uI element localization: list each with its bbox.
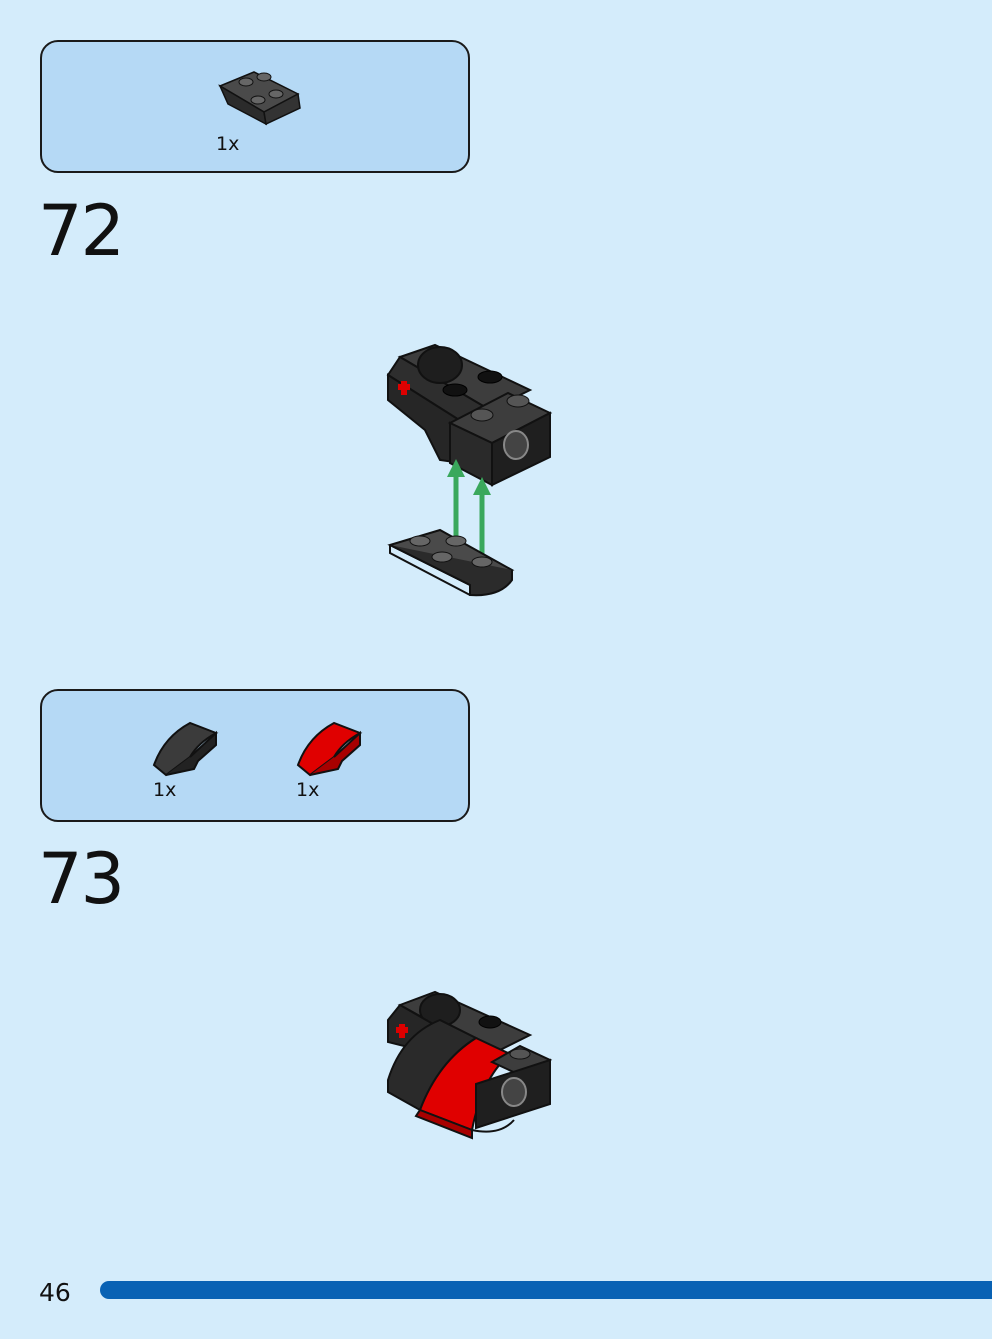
step-number: 73 <box>38 838 125 920</box>
build-illustration-step-73 <box>380 980 560 1144</box>
inverted-slope-plate-icon <box>214 64 304 134</box>
step-number: 72 <box>38 190 125 272</box>
red-curved-slope-icon <box>294 713 366 777</box>
build-illustration-step-72 <box>380 335 560 604</box>
page-accent-bar <box>100 1281 992 1299</box>
page-number: 46 <box>39 1278 71 1307</box>
parts-callout-step-73: 1x 1x <box>40 689 470 822</box>
parts-callout-step-72: 1x <box>40 40 470 173</box>
part-quantity: 1x <box>296 779 320 801</box>
part-quantity: 1x <box>216 133 240 155</box>
part-quantity: 1x <box>153 779 177 801</box>
black-curved-slope-icon <box>150 713 222 777</box>
